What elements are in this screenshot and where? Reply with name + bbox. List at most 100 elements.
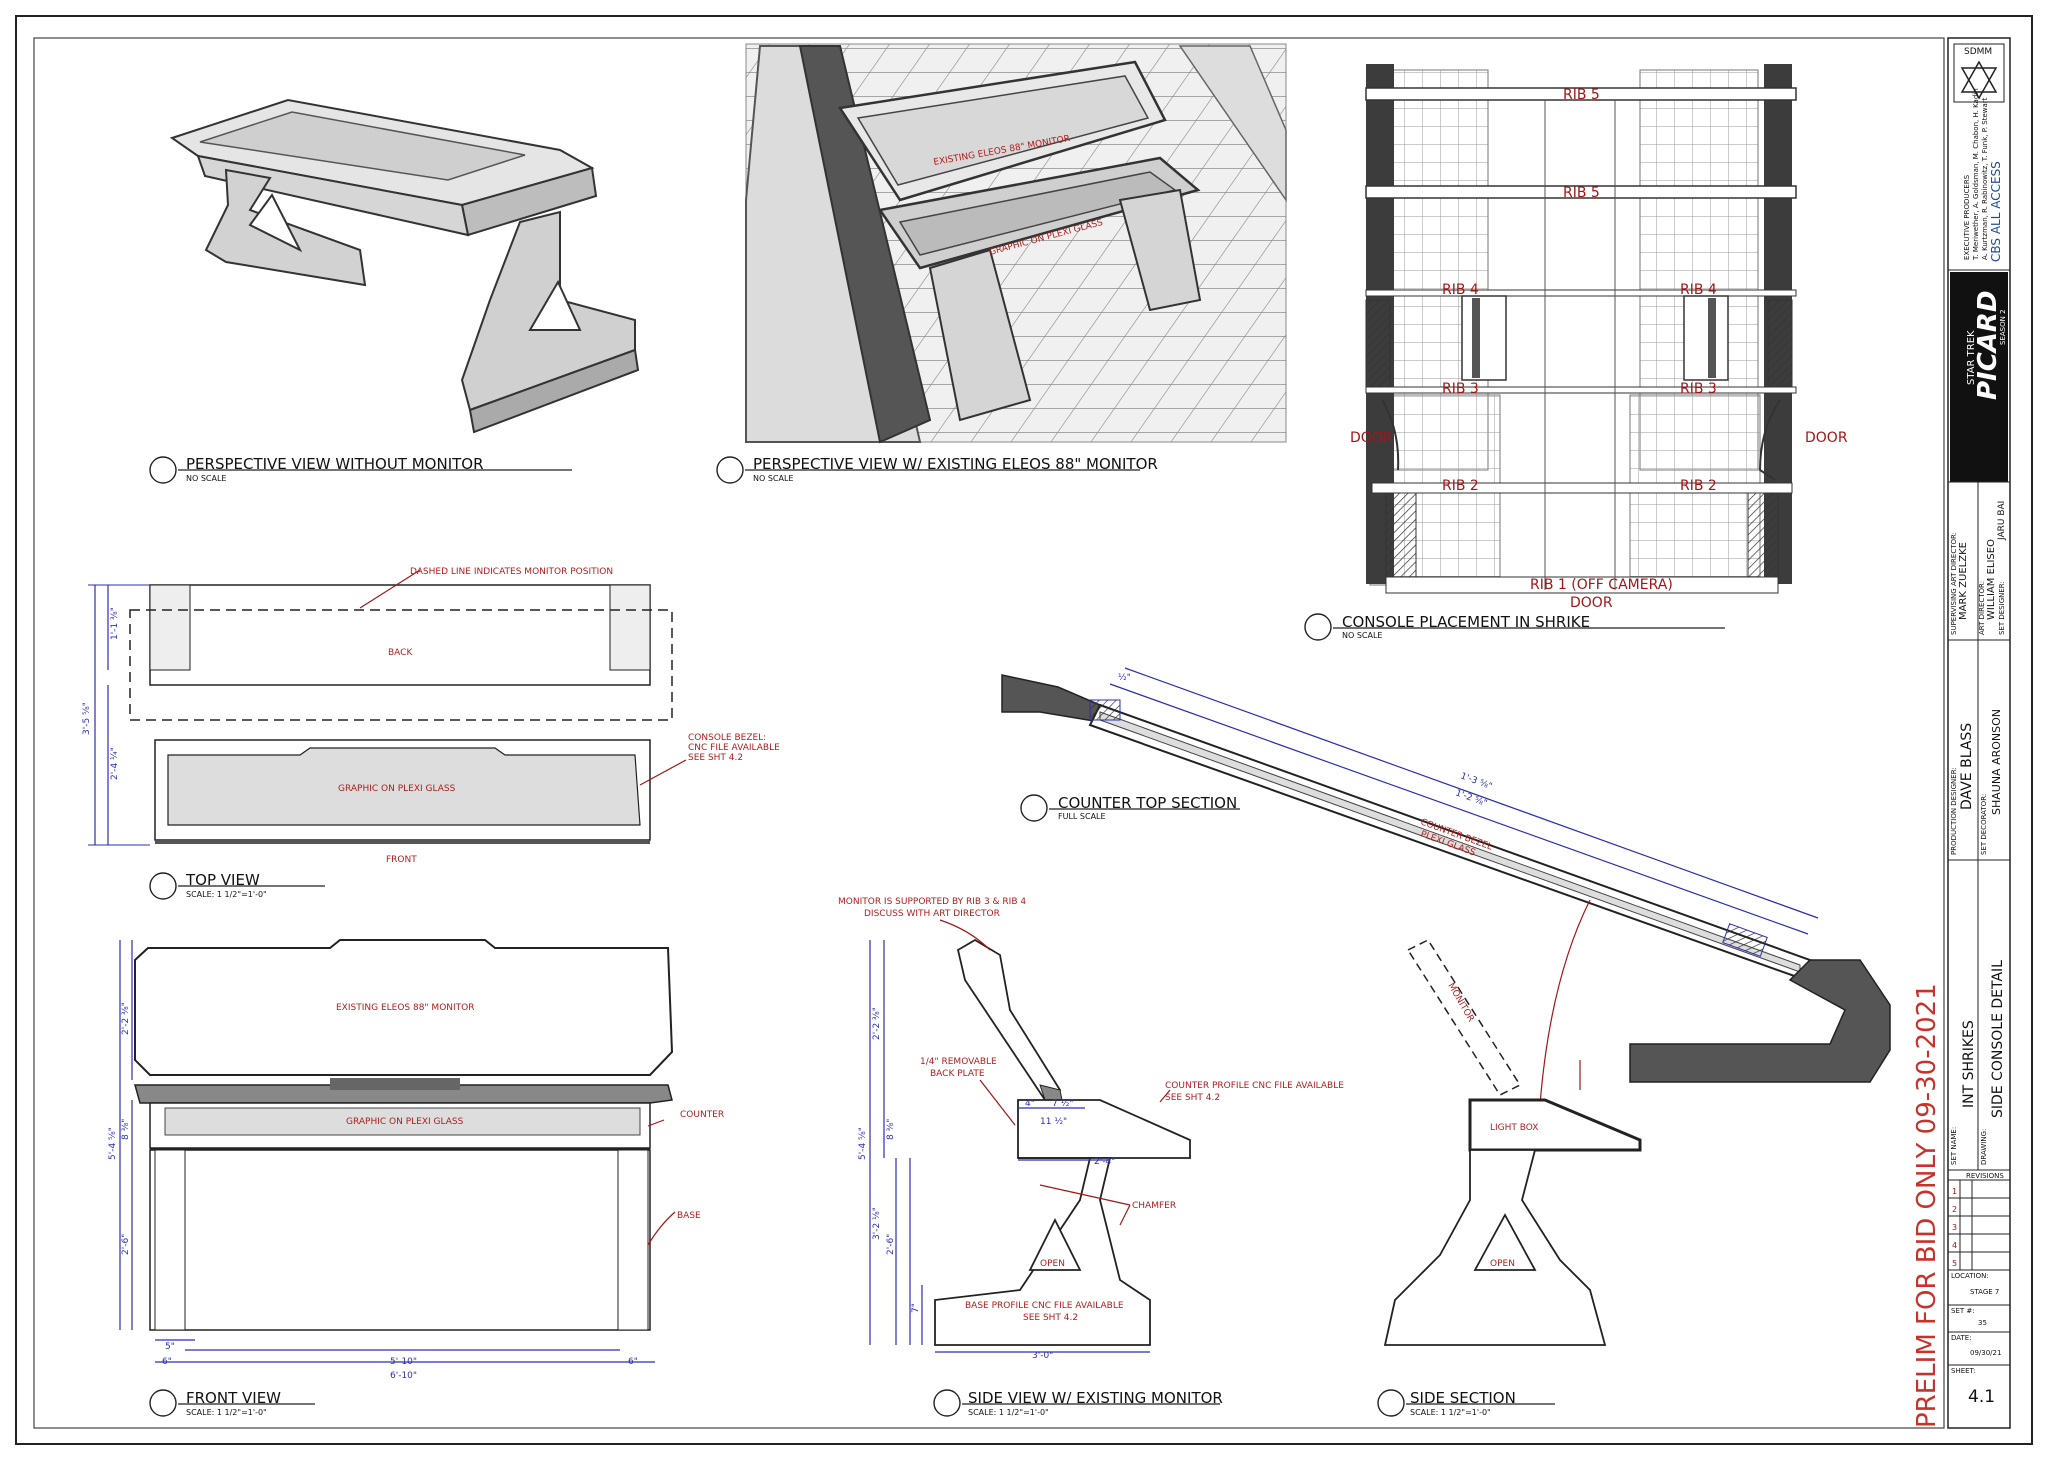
field-label: LOCATION: [1951,1272,1989,1280]
counter-label: COUNTER [680,1110,724,1120]
note-label: BASE PROFILE CNC FILE AVAILABLE [965,1301,1124,1311]
rib-label: RIB 1 (OFF CAMERA) [1530,577,1673,593]
revisions-label: REVISIONS [1966,1172,2004,1180]
view-scale: SCALE: 1 1/2"=1'-0" [186,1408,267,1417]
rib-label: RIB 2 [1680,478,1717,494]
field-label: SET NAME: [1950,1127,1958,1165]
perspective-no-monitor-drawing [169,98,640,434]
note-label: CNC FILE AVAILABLE [688,743,780,753]
view-title: SIDE SECTION [1410,1389,1516,1407]
dim-label: 2'-2 ⅜" [121,1002,131,1035]
base-label: BASE [677,1211,701,1221]
note-label: SEE SHT 4.2 [1023,1313,1078,1323]
exec-names: T. Meriwether, A. Goldsman, M. Chabon, H… [1972,88,1980,261]
outer-border [15,15,2033,1445]
dim-label: 11 ½" [1040,1117,1067,1127]
dim-label: 6" [162,1357,172,1367]
location: STAGE 7 [1970,1288,1999,1296]
monitor-label: EXISTING ELEOS 88" MONITOR [336,1003,475,1013]
rib-label: RIB 4 [1680,282,1717,298]
open-label: OPEN [1490,1259,1515,1269]
view-title: PERSPECTIVE VIEW WITHOUT MONITOR [186,455,484,473]
dim-label: 1'-3 ⅝" [1459,771,1493,792]
callout-bubble [1377,1389,1405,1417]
dim-label: 5'-4 ⅝" [858,1127,868,1160]
show-logo: PICARD [1973,290,2003,400]
field-label: PRODUCTION DESIGNER: [1950,767,1958,855]
dim-label: 1'-2 ⅝" [1454,788,1488,809]
dim-label: 4" [1025,1099,1035,1109]
rib-label: RIB 5 [1563,185,1600,201]
field-label: SET #: [1951,1307,1975,1315]
dim-label: 5'-10" [390,1357,417,1367]
field-label: SET DESIGNER: [1998,581,2006,635]
door-label: DOOR [1805,430,1848,446]
field-label: ART DIRECTOR: [1978,581,1986,635]
view-scale: FULL SCALE [1058,812,1106,821]
field-label: SET DECORATOR: [1980,794,1988,855]
back-label: BACK [388,648,413,658]
rev-number: 4 [1952,1241,1957,1250]
date: 09/30/21 [1970,1349,2001,1357]
set-decorator: SHAUNA ARONSON [1990,709,2003,815]
rev-number: 3 [1952,1223,1957,1232]
callout-bubble [1020,794,1048,822]
dim-label: 2'-6" [121,1234,131,1255]
dim-label: 2'-4 ¼" [110,747,120,780]
dim-label: 2'-2 ⅜" [872,1007,882,1040]
inner-border [33,37,1945,1429]
union-logo-text: SDMM [1964,47,1992,57]
note-label: CONSOLE BEZEL: [688,733,766,743]
view-title: FRONT VIEW [186,1389,281,1407]
dim-label: 6'-10" [390,1371,417,1381]
note-label: BACK PLATE [930,1069,985,1079]
door-label: DOOR [1570,595,1613,611]
callout-bubble [149,1389,177,1417]
network-logo: CBS ALL ACCESS [1989,161,2003,262]
rib-label: RIB 4 [1442,282,1479,298]
view-title: SIDE VIEW W/ EXISTING MONITOR [968,1389,1223,1407]
view-title: PERSPECTIVE VIEW W/ EXISTING ELEOS 88" M… [753,455,1158,473]
exec-label: EXECUTIVE PRODUCERS [1963,174,1971,260]
top-view-drawing [88,569,687,846]
dim-label: 8 ⅜" [886,1119,896,1140]
dim-label: 7" [911,1303,921,1313]
chamfer-label: CHAMFER [1132,1201,1176,1211]
dim-label: 5'-4 ⅝" [108,1127,118,1160]
show-season: SEASON 2 [1999,309,2007,345]
front-view-drawing [119,939,676,1363]
open-label: OPEN [1040,1259,1065,1269]
view-scale: NO SCALE [753,474,793,483]
dim-label: 8 ⅜" [121,1119,131,1140]
note-label: SEE SHT 4.2 [1165,1093,1220,1103]
side-section-drawing [1383,939,1642,1346]
prelim-stamp: PRELIM FOR BID ONLY 09-30-2021 [1912,983,1942,1428]
view-scale: SCALE: 1 1/2"=1'-0" [1410,1408,1491,1417]
view-title: COUNTER TOP SECTION [1058,794,1237,812]
view-scale: SCALE: 1 1/2"=1'-0" [968,1408,1049,1417]
rib-label: RIB 5 [1563,87,1600,103]
rib-label: RIB 2 [1442,478,1479,494]
dim-label: 7 ½" [1052,1099,1073,1109]
production-designer: DAVE BLASS [1959,723,1975,810]
set-number: 35 [1978,1319,1987,1327]
view-scale: NO SCALE [1342,631,1382,640]
set-name: INT SHRIKES [1961,1020,1977,1108]
field-label: DRAWING: [1980,1129,1988,1165]
field-label: DATE: [1951,1334,1972,1342]
drawing-name: SIDE CONSOLE DETAIL [1990,960,2006,1118]
counter-section-drawing [1001,667,1891,1106]
lightbox-label: LIGHT BOX [1490,1123,1538,1133]
dim-label: 5" [165,1342,175,1352]
callout-bubble [933,1389,961,1417]
door-label: DOOR [1350,430,1393,446]
rib-label: RIB 3 [1680,381,1717,397]
rev-number: 5 [1952,1259,1957,1268]
sup-art-director: MARK ZUELZKE [1958,542,1969,620]
view-title: TOP VIEW [185,871,260,889]
callout-bubble [1304,613,1332,641]
dim-label: 1'-1 ⅜" [110,607,120,640]
note-label: 1/4" REMOVABLE [920,1057,997,1067]
rev-number: 2 [1952,1205,1957,1214]
